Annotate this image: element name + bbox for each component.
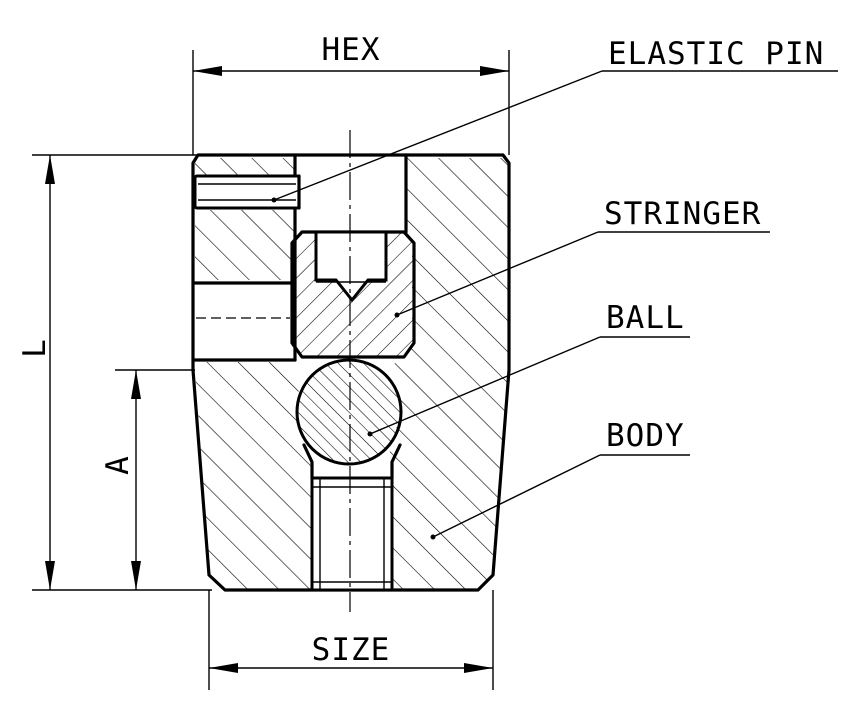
elastic-pin <box>193 174 301 210</box>
body-right-wall <box>388 158 508 590</box>
a-label: A <box>100 455 136 475</box>
body-left-upper <box>195 158 295 178</box>
body-left-middle <box>195 210 295 280</box>
body-leader <box>430 454 690 540</box>
ball-leader <box>367 336 690 437</box>
lower-bore <box>302 443 402 592</box>
elastic-pin-leader <box>271 70 838 203</box>
ball-part <box>295 358 403 466</box>
a-dimension <box>115 369 195 590</box>
elastic-pin-label: ELASTIC PIN <box>608 36 824 72</box>
ball-label: BALL <box>606 300 685 336</box>
stringer-leader <box>394 231 770 318</box>
stringer-label: STRINGER <box>604 196 761 232</box>
length-label: L <box>17 338 53 358</box>
length-dimension <box>32 154 212 591</box>
body-outline <box>191 153 511 592</box>
size-dimension <box>208 590 494 690</box>
hex-dimension <box>192 50 510 155</box>
body-part <box>195 158 508 590</box>
body-label: BODY <box>606 418 685 454</box>
hex-label: HEX <box>322 32 381 68</box>
body-left-wall <box>195 362 312 590</box>
size-label: SIZE <box>312 632 391 668</box>
stringer-part <box>290 230 416 359</box>
